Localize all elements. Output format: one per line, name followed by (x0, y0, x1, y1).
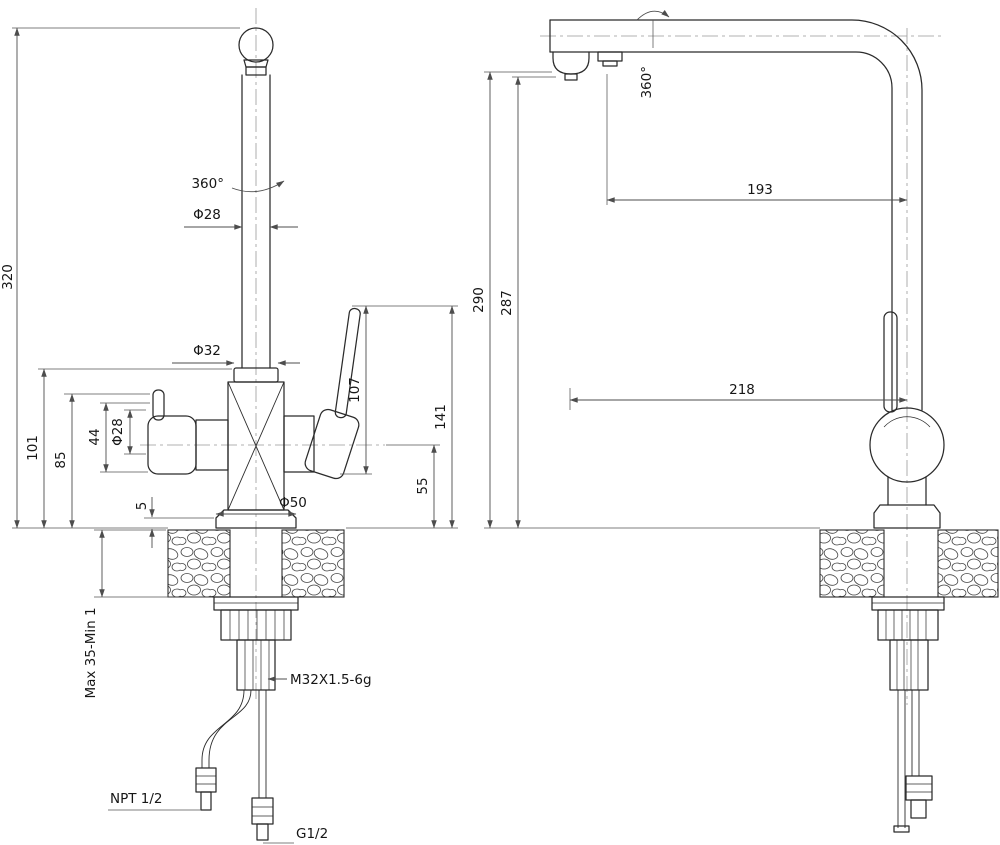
side-spout (549, 19, 923, 411)
dim-spout-reach-193: 193 (606, 74, 908, 205)
dim-neck-diameter: Φ32 (172, 343, 300, 366)
dim-label-55: 55 (415, 477, 431, 494)
label-g12: G1/2 (296, 826, 328, 842)
side-supply-hoses (893, 690, 933, 833)
dim-label-rotation-front: 360° (191, 176, 224, 192)
dim-rotation-side: 360° (636, 10, 670, 99)
front-supply-hoses (195, 689, 274, 841)
dim-label-phi50: Φ50 (279, 495, 307, 511)
front-left-handle (147, 389, 229, 475)
dim-label-phi32: Φ32 (193, 343, 221, 359)
dim-left-handle-diameter: Φ28 (110, 409, 146, 455)
dim-outlet-height-55: 55 (386, 444, 440, 529)
dim-label-mount-range: Max 35-Min 1 (83, 607, 99, 698)
side-countertop (819, 529, 999, 598)
dim-label-rotation-side: 360° (639, 66, 655, 99)
label-outlet-thread: G1/2 (263, 826, 328, 844)
dim-left-101: 101 (25, 368, 232, 529)
dim-total-height: 320 (0, 27, 240, 529)
dim-rotation-front: 360° (191, 176, 285, 193)
side-view (540, 19, 999, 833)
dim-height-290: 290 (471, 71, 820, 529)
dim-body-reach-218: 218 (569, 382, 908, 410)
label-inlet-thread: NPT 1/2 (108, 791, 201, 811)
dim-label-218: 218 (729, 382, 755, 398)
label-npt: NPT 1/2 (110, 791, 163, 807)
dim-mount-thickness: Max 35-Min 1 (83, 529, 212, 699)
dim-label-287: 287 (499, 290, 515, 316)
dim-label-44: 44 (87, 428, 103, 445)
side-valve-body (869, 311, 945, 529)
dim-label-phi28-spout: Φ28 (193, 207, 221, 223)
dim-label-101: 101 (25, 435, 41, 461)
rotation-arrow-side (636, 10, 670, 21)
dim-label-5: 5 (134, 502, 150, 511)
front-mounting-hardware (213, 596, 299, 691)
label-m32-thread: M32X1.5-6g (290, 672, 372, 688)
front-right-handle (283, 307, 361, 480)
label-shank-thread: M32X1.5-6g (267, 672, 372, 688)
dim-handle-tip-height-141: 141 (346, 305, 458, 529)
dim-label-290: 290 (471, 287, 487, 313)
front-base (215, 509, 297, 529)
side-mounting-hardware (871, 596, 945, 691)
dim-spout-diameter: Φ28 (184, 207, 298, 230)
dim-base-diameter: Φ50 (215, 495, 307, 517)
rotation-arrow-front (231, 180, 285, 193)
dim-label-85: 85 (53, 451, 69, 468)
dim-label-phi28-handle: Φ28 (110, 418, 126, 446)
front-countertop (167, 529, 345, 598)
dim-handle-length-107: 107 (340, 305, 458, 475)
dim-left-85: 85 (53, 393, 150, 529)
dim-lever-44: 44 (87, 402, 150, 473)
dim-base-height-5: 5 (134, 497, 214, 548)
dim-label-193: 193 (747, 182, 773, 198)
dim-label-141: 141 (433, 404, 449, 430)
front-view (140, 8, 385, 841)
dim-height-287: 287 (499, 76, 556, 529)
dim-label-320: 320 (0, 264, 16, 290)
dim-label-107: 107 (347, 377, 363, 403)
